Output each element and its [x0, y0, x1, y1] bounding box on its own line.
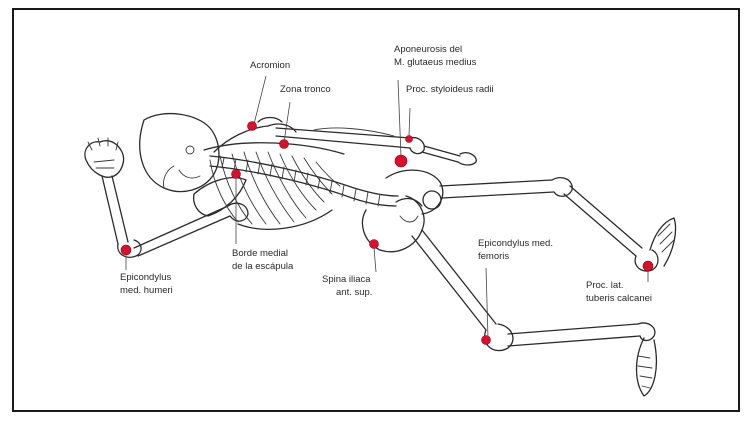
- leader-lines: [126, 76, 648, 338]
- label-epicondylus-femoris-line2: femoris: [478, 251, 509, 262]
- scapula: [194, 178, 246, 216]
- skull: [140, 114, 219, 192]
- skeleton: [85, 114, 676, 396]
- marker-proc-styloideus: [406, 136, 413, 143]
- label-zona-tronco: Zona tronco: [280, 84, 331, 95]
- label-spina-iliaca-line2: ant. sup.: [336, 287, 372, 298]
- label-epicondylus-femoris-line1: Epicondylus med.: [478, 238, 553, 249]
- marker-epicondylus-humeri: [121, 245, 131, 255]
- marker-spina-iliaca: [370, 240, 379, 249]
- marker-epicondylus-femoris: [482, 336, 491, 345]
- labels: Acromion Zona tronco Aponeurosis del M. …: [120, 44, 652, 304]
- label-borde-medial-line1: Borde medial: [232, 248, 288, 259]
- label-spina-iliaca-line1: Spina iliaca: [322, 274, 371, 285]
- skeleton-illustration: Acromion Zona tronco Aponeurosis del M. …: [14, 10, 738, 410]
- label-aponeurosis-line1: Aponeurosis del: [394, 44, 462, 55]
- label-proc-tuberis-line1: Proc. lat.: [586, 280, 624, 291]
- marker-aponeurosis: [395, 155, 407, 167]
- label-proc-styloideus: Proc. styloideus radii: [406, 84, 494, 95]
- marker-proc-tuberis: [643, 261, 653, 271]
- label-epicondylus-humeri-line1: Epicondylus: [120, 272, 171, 283]
- rib-cage: [204, 143, 344, 230]
- left-hand: [85, 138, 124, 177]
- label-aponeurosis-line2: M. glutaeus medius: [394, 57, 477, 68]
- left-leg: [412, 230, 656, 396]
- skeleton-diagram: Acromion Zona tronco Aponeurosis del M. …: [12, 8, 740, 412]
- label-proc-tuberis-line2: tuberis calcanei: [586, 293, 652, 304]
- marker-acromion: [248, 122, 257, 131]
- label-borde-medial-line2: de la escápula: [232, 261, 294, 272]
- marker-zona-tronco: [280, 140, 289, 149]
- label-epicondylus-humeri-line2: med. humeri: [120, 285, 173, 296]
- label-acromion: Acromion: [250, 60, 290, 71]
- marker-borde-medial: [232, 170, 241, 179]
- left-arm: [102, 176, 248, 257]
- spine: [210, 156, 398, 206]
- landmark-markers: [121, 122, 653, 345]
- right-leg: [440, 178, 676, 271]
